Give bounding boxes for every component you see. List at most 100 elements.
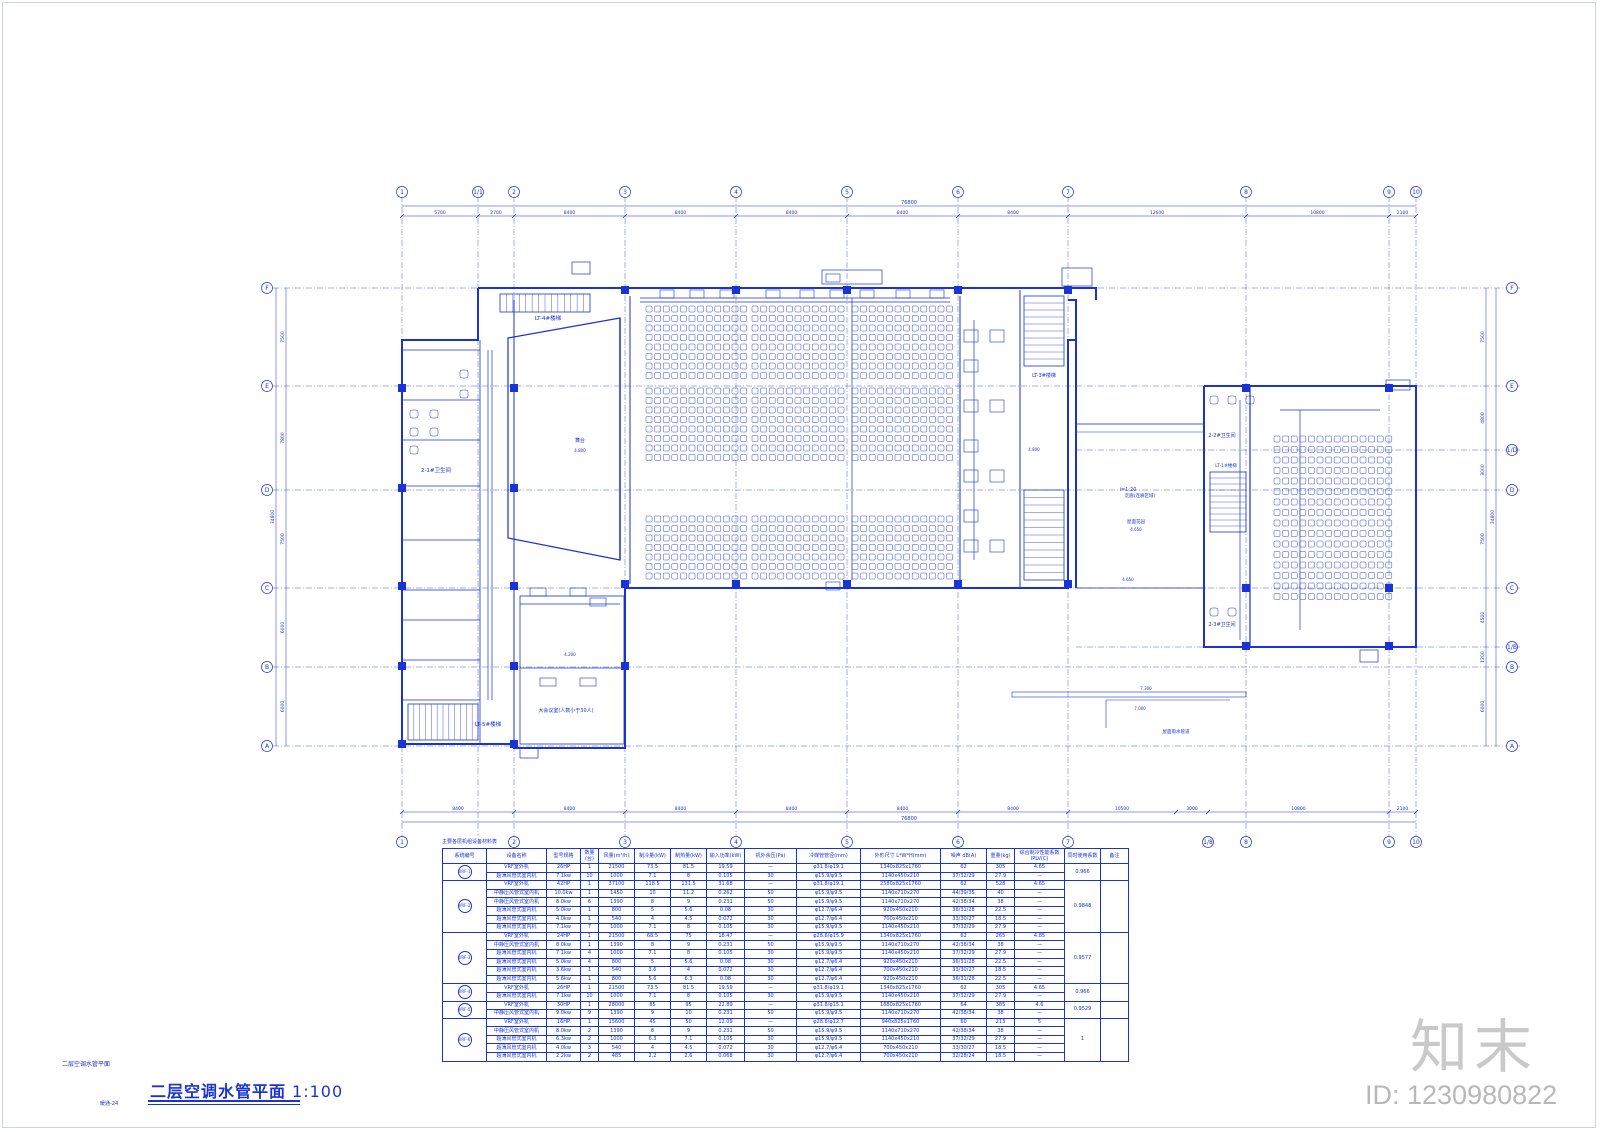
seat	[868, 315, 876, 322]
seat	[877, 534, 885, 542]
table-cell: φ15.9/φ9.5	[796, 923, 861, 933]
seat	[662, 572, 670, 580]
seat	[851, 315, 859, 322]
seat	[1385, 551, 1393, 558]
structural-column	[398, 384, 406, 392]
seat	[860, 343, 867, 351]
seat	[705, 305, 713, 313]
seat	[662, 324, 670, 332]
seat	[829, 435, 836, 442]
dim-bottom: 2100	[1397, 806, 1409, 812]
indoor-unit	[825, 273, 841, 283]
seat	[803, 444, 810, 452]
seat	[1290, 519, 1298, 527]
seat	[860, 353, 867, 360]
seat	[868, 353, 876, 360]
table-cell: 4.0kw	[546, 914, 581, 925]
seat	[740, 372, 747, 379]
table-cell: 5	[1014, 1017, 1065, 1028]
seat	[1342, 519, 1350, 527]
seat	[751, 305, 759, 313]
table-cell: 37100	[598, 880, 635, 890]
dim-tick	[733, 213, 739, 219]
toilet-fixture	[1245, 395, 1255, 405]
seat	[671, 343, 679, 351]
seat	[1325, 551, 1332, 558]
seat	[1359, 477, 1367, 485]
seat	[946, 406, 953, 414]
seat	[1308, 467, 1315, 474]
indoor-unit	[589, 597, 607, 607]
stage-outline	[507, 317, 621, 561]
seat	[886, 534, 893, 542]
table-cell: 6.3kw	[546, 1034, 581, 1045]
seat	[1282, 530, 1289, 537]
seat	[714, 525, 722, 532]
table-cell: —	[1014, 1052, 1065, 1062]
seat	[714, 324, 722, 332]
table-cell: 42/38/34	[940, 1026, 987, 1036]
structural-column	[398, 740, 406, 748]
table-cell: —	[1014, 871, 1065, 882]
seat	[820, 416, 828, 423]
dim-right: 4500	[1480, 612, 1486, 624]
table-cell: 中静压风管式室内机	[486, 897, 547, 907]
seat	[688, 305, 696, 313]
diversity-cell: 0.9529	[1064, 1000, 1101, 1019]
seat	[1351, 540, 1358, 548]
seat	[654, 397, 661, 404]
indoor-unit	[989, 329, 1005, 343]
table-cell: 27.9	[986, 948, 1015, 959]
dim-tick	[622, 213, 628, 219]
table-cell: 700x450x210	[860, 966, 941, 976]
seat	[1325, 509, 1332, 516]
seat	[760, 305, 767, 313]
table-cell: —	[1014, 923, 1065, 933]
seat	[760, 525, 767, 532]
seat	[786, 353, 793, 360]
seat	[740, 553, 747, 561]
seat	[714, 572, 722, 580]
seat	[671, 525, 679, 532]
table-cell: —	[744, 1000, 797, 1011]
table-cell: 超薄风管式室内机	[486, 957, 547, 968]
seat	[723, 315, 730, 322]
seat	[1368, 551, 1375, 558]
seat	[929, 324, 936, 332]
seat	[911, 416, 919, 423]
seat	[794, 397, 802, 404]
seat	[1351, 498, 1358, 506]
table-cell: 10	[580, 991, 599, 1002]
seat	[920, 372, 928, 379]
seat	[937, 572, 945, 580]
seat	[1282, 498, 1289, 506]
seat	[688, 372, 696, 379]
table-cell: 1140x710x270	[860, 1009, 941, 1019]
auditorium-seats	[645, 305, 1393, 600]
dim-bottom: 8400	[1007, 806, 1019, 812]
table-cell: 8	[634, 940, 671, 950]
seat	[777, 425, 785, 433]
dim-tick	[733, 809, 739, 815]
seat	[886, 425, 893, 433]
seat	[777, 454, 785, 461]
seat	[868, 525, 876, 532]
seat	[751, 362, 759, 370]
seat	[654, 435, 661, 442]
seat	[820, 406, 828, 414]
outdoor-unit	[519, 747, 539, 759]
seat	[1359, 467, 1367, 474]
seat	[811, 305, 819, 313]
indoor-unit	[963, 329, 979, 343]
seat	[820, 572, 828, 580]
seat	[1325, 593, 1332, 600]
seat	[1351, 582, 1358, 590]
seat	[886, 444, 893, 452]
dim-right: 4800	[1480, 412, 1486, 424]
seat	[714, 444, 722, 452]
seat	[697, 362, 704, 370]
toilet-fixture	[1227, 395, 1237, 405]
seat	[714, 416, 722, 423]
seat	[894, 353, 902, 360]
